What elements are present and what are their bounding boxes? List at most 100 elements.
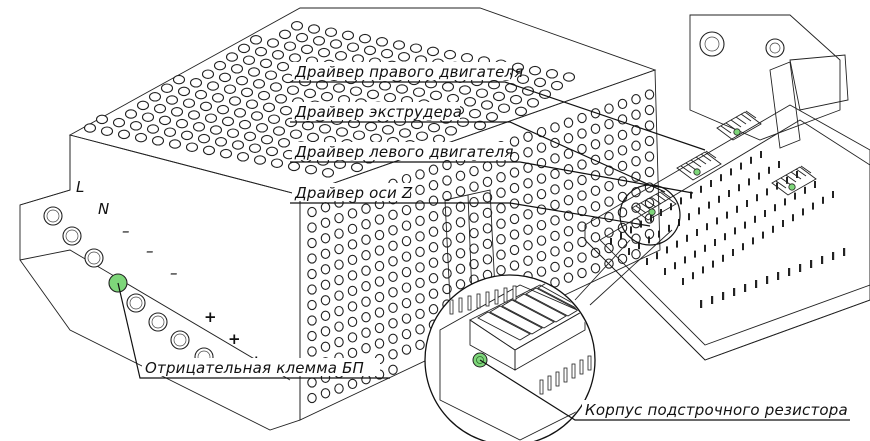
vent-hole	[221, 116, 235, 127]
terminal-mark: L	[76, 178, 85, 196]
vent-hole	[455, 263, 466, 274]
vent-hole	[577, 221, 587, 232]
vent-hole	[381, 125, 395, 135]
terminal-mark: –	[170, 264, 178, 282]
vent-hole	[307, 237, 317, 249]
vent-hole	[442, 268, 452, 279]
vent-hole	[388, 349, 398, 360]
vent-hole	[378, 81, 392, 91]
vent-hole	[455, 232, 466, 243]
vent-hole	[388, 364, 398, 375]
terminal-screw	[148, 312, 168, 332]
vent-hole	[509, 182, 520, 194]
vent-hole	[271, 50, 285, 60]
vent-hole	[455, 279, 466, 290]
vent-hole	[496, 203, 506, 214]
vent-hole	[334, 290, 344, 301]
vent-hole	[307, 284, 317, 295]
vent-hole	[617, 145, 628, 156]
vent-hole	[496, 249, 506, 260]
vent-hole	[366, 89, 380, 100]
vent-hole	[358, 33, 372, 44]
vent-hole	[267, 114, 281, 124]
label-left-motor-driver: Драйвер левого двигателя	[294, 143, 514, 161]
vent-hole	[237, 43, 251, 54]
vent-hole	[460, 53, 474, 63]
vent-hole	[604, 242, 614, 254]
vent-hole	[361, 203, 371, 214]
vent-hole	[590, 139, 601, 150]
vent-hole	[180, 130, 194, 141]
vent-hole	[290, 21, 304, 31]
vent-hole	[320, 279, 331, 290]
vent-hole	[563, 164, 574, 175]
vent-hole	[214, 137, 228, 147]
vent-hole	[265, 146, 279, 157]
vent-hole	[536, 204, 547, 215]
vent-hole	[334, 336, 344, 348]
vent-hole	[509, 244, 520, 256]
vent-hole	[509, 136, 520, 147]
vent-hole	[482, 254, 493, 265]
vent-hole	[253, 155, 267, 165]
vent-hole	[252, 79, 266, 89]
vent-hole	[249, 35, 263, 45]
vent-hole	[334, 51, 348, 61]
vent-hole	[563, 226, 574, 237]
vent-hole	[254, 46, 268, 57]
label-right-motor-driver: Драйвер правого двигателя	[294, 63, 524, 81]
vent-hole	[202, 145, 216, 156]
zoom-inset	[424, 229, 673, 441]
vent-hole	[117, 129, 131, 140]
vent-hole	[496, 265, 506, 276]
vent-hole	[230, 64, 244, 74]
vent-hole	[388, 318, 398, 329]
vent-hole	[320, 295, 331, 306]
vent-hole	[260, 134, 274, 145]
vent-hole	[269, 82, 283, 92]
vent-hole	[374, 338, 385, 349]
vent-hole	[374, 291, 385, 303]
vent-hole	[401, 282, 412, 293]
vent-hole	[374, 307, 385, 318]
label-z-axis-driver: Драйвер оси Z	[294, 184, 413, 202]
board-pin-headers	[610, 151, 846, 308]
vent-hole	[497, 103, 511, 113]
vent-hole	[550, 153, 560, 164]
vent-hole	[388, 271, 398, 282]
vent-hole	[318, 124, 332, 134]
vent-hole	[347, 270, 358, 281]
vent-hole	[644, 89, 655, 100]
vent-hole	[523, 240, 533, 251]
vent-hole	[442, 175, 452, 186]
vent-hole	[401, 313, 412, 324]
controller-board	[584, 14, 870, 361]
vent-hole	[577, 159, 587, 170]
vent-hole	[412, 87, 426, 97]
vent-hole	[242, 55, 256, 65]
vent-hole	[235, 75, 249, 86]
vent-hole	[617, 238, 628, 249]
vent-hole	[278, 29, 292, 40]
vent-hole	[303, 88, 317, 99]
vent-hole	[361, 312, 371, 323]
vent-hole	[277, 138, 291, 148]
vent-hole	[401, 235, 412, 247]
vent-hole	[398, 128, 412, 138]
vent-hole	[631, 156, 641, 167]
vent-hole	[333, 159, 347, 169]
vent-hole	[428, 288, 439, 299]
vent-hole	[334, 243, 344, 255]
vent-hole	[168, 139, 182, 149]
vent-hole	[469, 212, 479, 223]
vent-hole	[346, 42, 360, 52]
vent-hole	[577, 252, 587, 263]
vent-hole	[206, 81, 220, 91]
vent-hole	[577, 174, 587, 186]
vent-hole	[347, 239, 358, 250]
terminal-screw	[84, 248, 104, 268]
vent-hole	[577, 128, 587, 139]
vent-hole	[523, 162, 533, 173]
vent-hole	[469, 227, 479, 239]
vent-hole	[334, 321, 344, 332]
